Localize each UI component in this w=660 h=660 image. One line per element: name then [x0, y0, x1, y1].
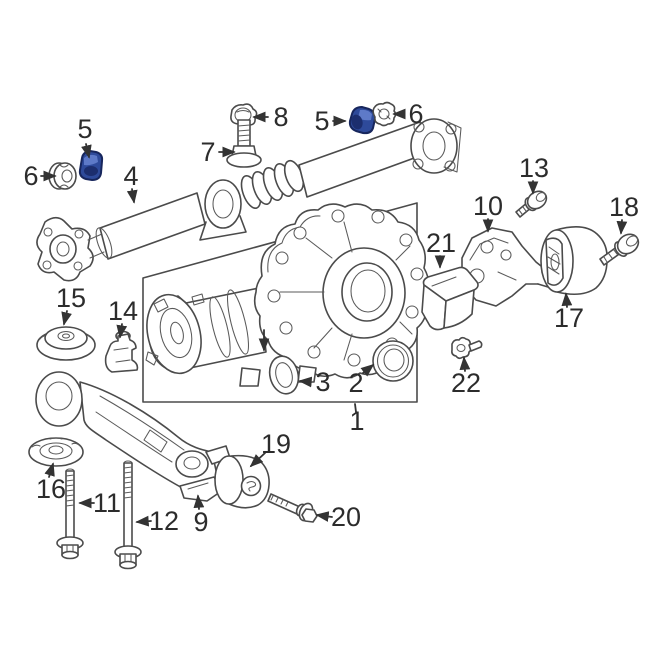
seal-2 [372, 340, 414, 382]
bolt-13 [515, 190, 548, 218]
carrier-bolt-bosses [267, 209, 424, 367]
bolt-7 [226, 119, 262, 168]
bolt-18 [599, 233, 640, 266]
callout-8: 8 [273, 102, 288, 132]
callout-1: 1 [349, 406, 364, 436]
bolt-11 [56, 468, 84, 560]
callout-3: 3 [315, 367, 330, 397]
nut-6-right [372, 101, 397, 127]
callout-12: 12 [149, 506, 179, 536]
nut-6-left [48, 162, 77, 190]
callout-13: 13 [519, 153, 549, 183]
callout-11: 11 [93, 488, 121, 518]
bolt-20 [267, 493, 318, 523]
callout-19: 19 [261, 429, 291, 459]
callout-16: 16 [36, 474, 66, 504]
bushing-5-right-highlighted [348, 105, 377, 135]
washer-16 [28, 437, 84, 467]
damper-21 [421, 266, 479, 331]
callout-18: 18 [609, 192, 639, 222]
callout-10: 10 [473, 191, 503, 221]
bushing-5-left-highlighted [78, 149, 104, 182]
callout-4: 4 [123, 161, 138, 191]
bracket-9 [179, 445, 231, 502]
mount-17 [540, 226, 608, 296]
driveshaft [36, 118, 462, 282]
callout-9: 9 [193, 507, 208, 537]
callout-22: 22 [451, 368, 481, 398]
leader-arrows [40, 108, 628, 527]
callout-7: 7 [200, 137, 215, 167]
mount-15 [36, 326, 96, 361]
seal-3 [268, 355, 300, 395]
damper-19 [214, 454, 270, 509]
bracket-14 [104, 330, 139, 373]
callout-14: 14 [108, 296, 138, 326]
callout-2: 2 [348, 368, 363, 398]
callout-15: 15 [56, 283, 86, 313]
bolt-22 [451, 336, 483, 360]
callout-labels: 1 2 3 4 5 5 6 6 7 8 9 10 11 12 13 14 15 … [23, 99, 639, 537]
callout-17: 17 [554, 303, 584, 333]
callout-6-right: 6 [408, 99, 423, 129]
callout-5-left: 5 [77, 114, 92, 144]
callout-21: 21 [426, 228, 456, 258]
callout-5-right: 5 [314, 106, 329, 136]
callout-20: 20 [331, 502, 361, 532]
bolt-12 [114, 460, 142, 570]
differential-carrier [145, 203, 430, 387]
callout-6-left: 6 [23, 161, 38, 191]
